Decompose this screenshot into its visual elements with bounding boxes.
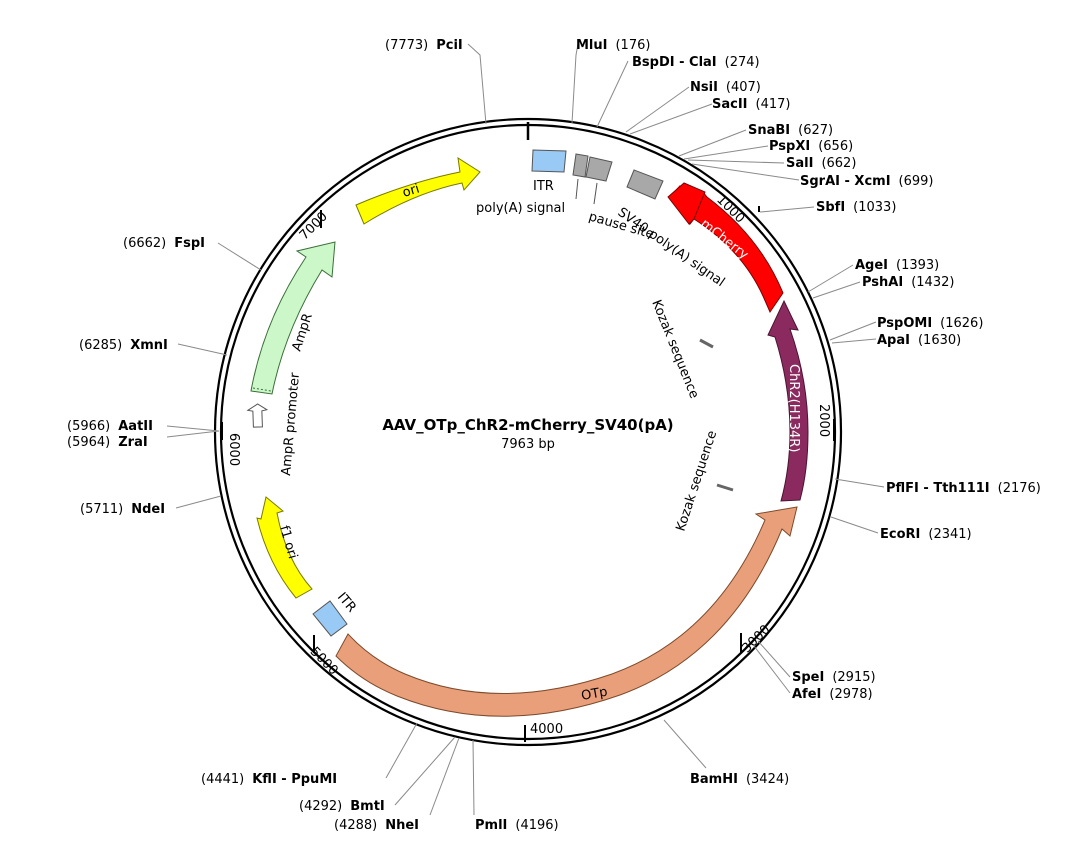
- sv40-feature[interactable]: [626, 169, 664, 200]
- site-ecori[interactable]: EcoRI(2341): [880, 527, 972, 542]
- polya-signal-feature[interactable]: [572, 153, 589, 178]
- site-agei[interactable]: AgeI(1393): [855, 258, 939, 273]
- tick-label-6000: 6000: [226, 433, 241, 466]
- itr-top-feature[interactable]: [531, 149, 567, 173]
- backbone-outer-ring: [213, 117, 843, 747]
- mcherry-feature[interactable]: [685, 191, 784, 314]
- leader-lines: [166, 43, 885, 816]
- kozak-mark-1: [699, 338, 714, 349]
- plasmid-length: 7963 bp: [501, 437, 555, 452]
- kozak-mark-2: [716, 483, 734, 492]
- f1-ori-feature[interactable]: [256, 496, 313, 599]
- otp-feature[interactable]: [335, 506, 798, 717]
- site-ndei[interactable]: (5711)NdeI: [80, 502, 165, 517]
- site-fspi[interactable]: (6662)FspI: [123, 236, 205, 251]
- site-apai[interactable]: ApaI(1630): [877, 333, 961, 348]
- site-xmni[interactable]: (6285)XmnI: [79, 338, 168, 353]
- site-bmti[interactable]: (4292)BmtI: [299, 799, 385, 814]
- pause-leader: [593, 182, 598, 205]
- ori-feature[interactable]: [355, 156, 481, 225]
- site-pspxi[interactable]: PspXI(656): [769, 139, 853, 154]
- site-afei[interactable]: AfeI(2978): [792, 687, 873, 702]
- tick-label-4000: 4000: [530, 722, 563, 737]
- ampr-feature[interactable]: [250, 241, 336, 395]
- ori-label: ori: [401, 182, 422, 201]
- polya-signal-label: poly(A) signal: [476, 201, 565, 216]
- site-pmli[interactable]: PmlI(4196): [475, 818, 559, 833]
- site-pshai[interactable]: PshAI(1432): [862, 275, 954, 290]
- tick-marks: [221, 122, 835, 742]
- site-sali[interactable]: SalI(662): [786, 156, 856, 171]
- polya-leader: [575, 178, 579, 200]
- otp-label: OTp: [580, 685, 609, 704]
- chr2-feature[interactable]: [767, 299, 809, 502]
- site-sgrai-xcmi[interactable]: SgrAI - XcmI(699): [800, 174, 934, 189]
- tick-label-2000: 2000: [816, 404, 831, 437]
- mcherry-arrowhead: [667, 182, 706, 225]
- itr-top-label: ITR: [533, 179, 554, 194]
- site-sbfi[interactable]: SbfI(1033): [816, 200, 896, 215]
- site-bspdi-clai[interactable]: BspDI - ClaI(274): [632, 55, 760, 70]
- kozak-label-2: Kozak sequence: [674, 429, 721, 533]
- site-aatii[interactable]: (5966)AatII: [67, 419, 153, 434]
- ampr-promoter-feature[interactable]: [246, 403, 269, 428]
- site-labels: (7773)PciI MluI(176) BspDI - ClaI(274) N…: [67, 38, 1041, 833]
- tick-label-3000: 3000: [739, 622, 773, 656]
- site-sacii[interactable]: SacII(417): [712, 97, 790, 112]
- chr2-label: ChR2(H134R): [786, 364, 801, 452]
- site-pspomi[interactable]: PspOMI(1626): [877, 316, 983, 331]
- site-pflfi-tth111i[interactable]: PflFI - Tth111I(2176): [886, 481, 1041, 496]
- tick-label-5000: 5000: [307, 644, 341, 678]
- site-mlui[interactable]: MluI(176): [576, 38, 650, 53]
- itr-bottom-feature[interactable]: [312, 600, 348, 637]
- site-nsii[interactable]: NsiI(407): [690, 80, 761, 95]
- site-nhei[interactable]: (4288)NheI: [334, 818, 419, 833]
- site-pcii[interactable]: (7773)PciI: [385, 38, 463, 53]
- site-kfli-ppumi[interactable]: (4441)KflI - PpuMI: [201, 772, 337, 787]
- kozak-label-1: Kozak sequence: [648, 298, 701, 401]
- site-bamhi[interactable]: BamHI(3424): [690, 772, 789, 787]
- ampr-promoter-label: AmpR promoter: [279, 371, 303, 476]
- site-zrai[interactable]: (5964)ZraI: [67, 435, 148, 450]
- plasmid-title: AAV_OTp_ChR2-mCherry_SV40(pA): [382, 416, 673, 434]
- site-spei[interactable]: SpeI(2915): [792, 670, 876, 685]
- site-snabi[interactable]: SnaBI(627): [748, 123, 833, 138]
- pause-site-feature[interactable]: [585, 156, 613, 182]
